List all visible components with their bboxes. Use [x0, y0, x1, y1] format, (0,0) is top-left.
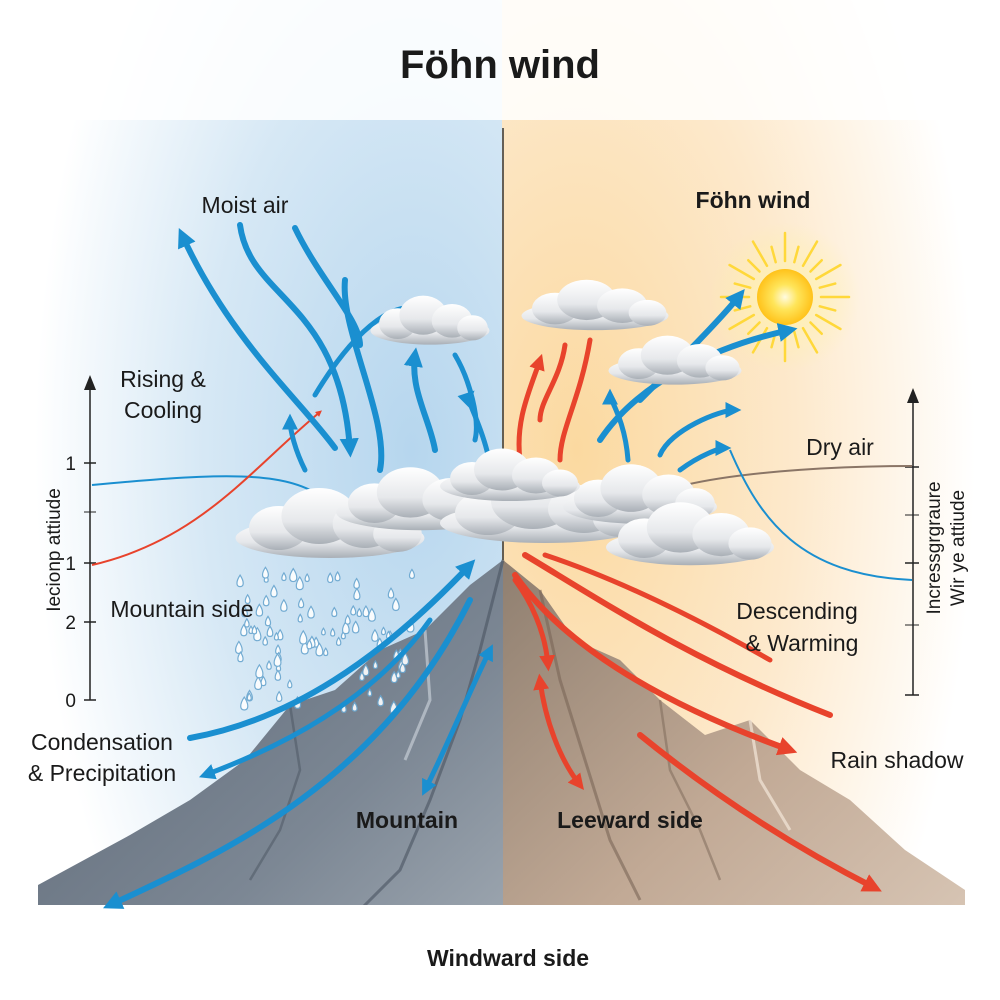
- warm-air-arrow-21: [512, 572, 798, 756]
- left-axis-tick-3: 2: [65, 613, 76, 634]
- warm-air-arrow-18: [537, 342, 568, 423]
- left-axis-tick-1: 1: [65, 454, 76, 475]
- label-windward-side: Windward side: [427, 945, 589, 971]
- label-descending-line1: Descending: [736, 598, 857, 624]
- cool-air-arrow-5: [341, 277, 385, 473]
- dry-air-profile-curve: [684, 465, 913, 486]
- page-title: Föhn wind: [400, 43, 600, 87]
- cool-air-arrow-3: [178, 228, 338, 451]
- right-altitude-axis: Incressgrgraure Wir ye attiude: [905, 388, 969, 696]
- label-moist-air: Moist air: [202, 192, 289, 218]
- warm-air-arrow-22: [522, 552, 833, 718]
- cool-air-arrow-15: [657, 402, 742, 458]
- cool-air-arrow-0: [237, 222, 359, 458]
- cool-air-arrow-10: [198, 617, 433, 780]
- label-fohn-wind: Föhn wind: [696, 187, 811, 213]
- warm-air-arrow-23: [542, 552, 773, 663]
- warm-air-arrow-26: [637, 732, 882, 892]
- label-dry-air: Dry air: [806, 434, 874, 460]
- airflow-arrows: [103, 222, 882, 909]
- warm-air-arrow-25: [533, 673, 584, 790]
- right-axis-title-line1: Incressgrgraure: [924, 481, 945, 614]
- sun-icon: [710, 222, 860, 372]
- cool-air-arrow-8: [452, 352, 479, 443]
- label-descending-line2: & Warming: [746, 630, 859, 656]
- cool-air-arrow-6: [403, 347, 438, 453]
- label-condensation-line2: & Precipitation: [28, 760, 176, 786]
- label-mountain: Mountain: [356, 807, 458, 833]
- warm-air-arrow-24: [512, 577, 556, 672]
- label-mountain-side: Mountain side: [110, 596, 253, 622]
- cool-air-arrow-12: [422, 644, 493, 796]
- left-altitude-axis: 1 1 2 0 Iecionp attiude: [44, 375, 96, 712]
- warm-air-arrow-20: [557, 337, 593, 463]
- label-rising-line2: Cooling: [124, 397, 202, 423]
- label-rain-shadow: Rain shadow: [831, 747, 964, 773]
- leeward-temperature-curve: [729, 449, 913, 581]
- right-axis-title-line2: Wir ye attiude: [948, 490, 969, 606]
- cool-air-arrow-17: [602, 388, 631, 463]
- cool-air-arrow-9: [187, 559, 476, 741]
- left-axis-tick-2: 1: [65, 554, 76, 575]
- warm-air-arrow-19: [516, 353, 545, 463]
- cool-air-arrow-4: [282, 413, 308, 473]
- left-axis-tick-4: 0: [65, 691, 76, 712]
- label-condensation-line1: Condensation: [31, 729, 173, 755]
- label-rising-line1: Rising &: [120, 366, 206, 392]
- label-leeward-side: Leeward side: [557, 807, 703, 833]
- moisture-profile-curve: [91, 475, 311, 491]
- raindrop-icon: [234, 566, 415, 715]
- left-axis-title: Iecionp attiude: [44, 488, 65, 612]
- cool-air-arrow-16: [677, 440, 732, 473]
